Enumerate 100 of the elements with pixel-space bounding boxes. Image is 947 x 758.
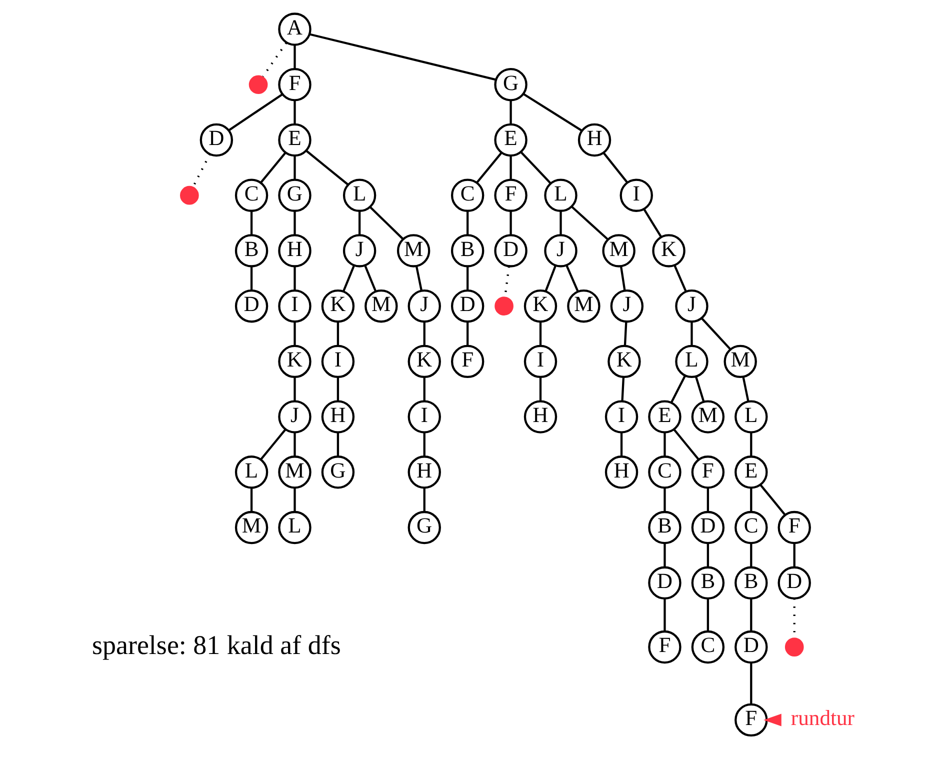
connector <box>620 377 624 402</box>
node-circle: M <box>364 289 398 323</box>
node-circle: D <box>777 566 810 600</box>
node-circle: A <box>278 12 311 46</box>
connector <box>759 484 786 516</box>
connector <box>750 432 752 456</box>
connector <box>358 211 360 235</box>
node-circle: M <box>396 234 430 268</box>
connector <box>706 543 709 568</box>
connector <box>259 152 286 184</box>
node-circle: C <box>648 456 681 489</box>
connector <box>742 376 749 402</box>
node-circle: F <box>494 178 527 212</box>
connector <box>422 377 425 402</box>
node-circle: L <box>234 456 268 489</box>
node-circle: B <box>690 566 724 600</box>
connector <box>422 432 425 456</box>
node-circle: E <box>494 123 527 157</box>
node-circle: M <box>566 289 600 323</box>
node-circle: H <box>523 400 557 434</box>
connector <box>509 211 512 235</box>
connector <box>336 432 339 456</box>
node-circle: I <box>523 344 557 378</box>
connector <box>663 488 666 512</box>
node-circle: K <box>523 289 557 323</box>
connector <box>538 377 542 402</box>
connector <box>250 211 252 235</box>
node-circle: J <box>342 234 376 268</box>
node-circle: J <box>407 289 440 323</box>
connector <box>570 206 608 240</box>
connector <box>293 488 296 512</box>
connector <box>293 322 296 346</box>
connector <box>293 156 296 180</box>
connector <box>663 543 666 568</box>
connector <box>228 93 283 132</box>
node-circle: G <box>320 456 354 489</box>
node-circle: I <box>278 289 311 323</box>
node-circle: L <box>342 178 376 212</box>
connector <box>336 377 339 402</box>
node-circle: M <box>234 510 268 544</box>
connector <box>520 151 551 184</box>
connector <box>619 266 626 291</box>
node-circle: F <box>690 456 724 489</box>
node-circle: K <box>278 344 311 378</box>
node-circle: B <box>234 234 268 268</box>
node-circle: D <box>734 630 768 664</box>
node-cross <box>494 296 513 316</box>
connector <box>466 266 468 290</box>
node-circle: L <box>544 178 577 212</box>
connector <box>293 432 296 456</box>
node-circle: E <box>648 400 681 434</box>
connector <box>750 543 752 568</box>
node-circle: I <box>320 344 354 378</box>
connector <box>262 42 287 78</box>
connector <box>700 318 731 350</box>
connector <box>538 322 542 346</box>
node-circle: H <box>278 234 311 268</box>
node-circle: K <box>652 234 685 268</box>
node-circle: B <box>734 566 768 600</box>
node-circle: C <box>734 510 768 544</box>
node-circle: L <box>674 344 708 378</box>
connector <box>522 93 582 132</box>
connector <box>544 266 556 292</box>
arrow <box>763 714 781 726</box>
node-circle: F <box>278 68 311 102</box>
connector <box>559 211 562 235</box>
node-circle: J <box>278 400 311 434</box>
connector <box>293 100 296 124</box>
connector <box>750 488 752 512</box>
connector <box>293 377 296 402</box>
node-circle: H <box>320 400 354 434</box>
node-circle: K <box>320 289 354 323</box>
connector <box>414 266 422 291</box>
node-circle: G <box>278 178 311 212</box>
node-cross <box>248 75 268 94</box>
node-circle: D <box>690 510 724 544</box>
node-circle: H <box>407 456 440 489</box>
connector <box>305 150 348 186</box>
node-circle: M <box>602 234 635 268</box>
node-cross <box>180 186 198 205</box>
connector <box>670 375 686 403</box>
connector <box>602 152 628 184</box>
connector <box>620 432 622 456</box>
node-text: rundtur <box>790 706 854 730</box>
connector <box>342 264 355 292</box>
connector <box>750 598 752 632</box>
node-circle: B <box>450 234 484 268</box>
node-circle: D <box>648 566 681 600</box>
node-circle: D <box>494 234 527 268</box>
node-circle: L <box>278 510 311 544</box>
connector <box>192 154 210 188</box>
node-circle: G <box>407 510 440 544</box>
connector <box>259 429 286 460</box>
connector <box>706 598 709 632</box>
node-circle: I <box>619 178 652 212</box>
node-circle: I <box>604 400 638 434</box>
connector <box>293 45 296 69</box>
node-circle: G <box>494 68 527 102</box>
connector <box>364 264 376 292</box>
connector <box>509 100 512 124</box>
